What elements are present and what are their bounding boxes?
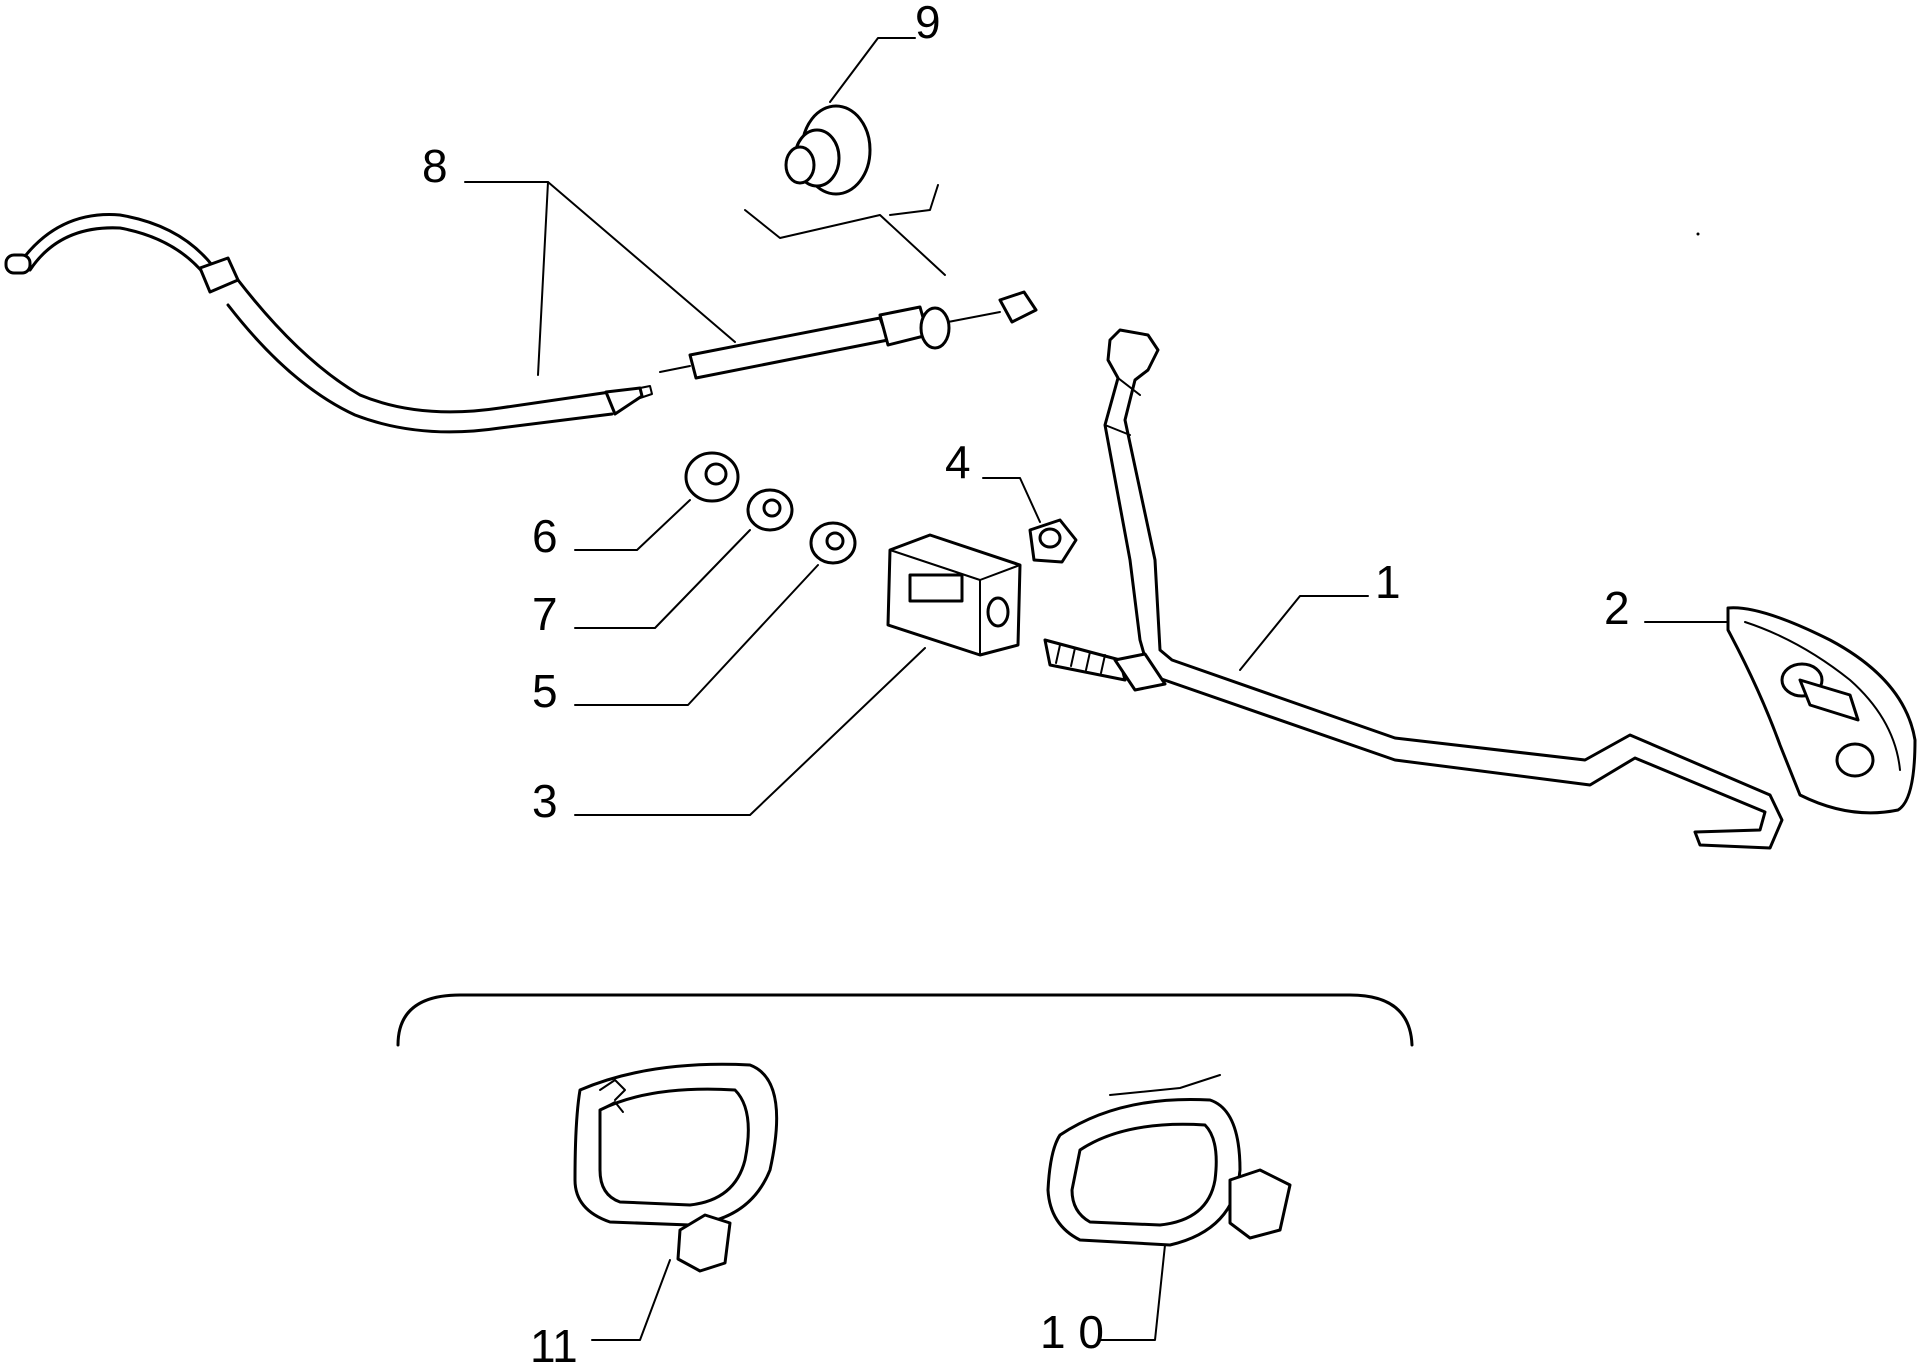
callout-4: 4 xyxy=(945,436,971,488)
part-10-clamp xyxy=(1046,1074,1292,1247)
part-4-nut xyxy=(1028,518,1078,564)
callout-2: 2 xyxy=(1604,582,1630,634)
part-6-nut xyxy=(684,451,740,503)
callout-7: 7 xyxy=(532,588,558,640)
part-8-cable xyxy=(4,213,1038,434)
part-11-clamp xyxy=(573,1062,779,1273)
callout-3: 3 xyxy=(532,775,558,827)
part-1-rod xyxy=(1043,328,1784,850)
stray-dot xyxy=(1696,232,1700,236)
callout-6: 6 xyxy=(532,510,558,562)
part-2-pedal-pad xyxy=(1726,606,1917,815)
leader-lines xyxy=(464,37,1729,1341)
part-3-block xyxy=(886,533,1022,657)
callout-10: 1 0 xyxy=(1040,1306,1104,1358)
part-5-washer xyxy=(809,521,857,565)
group-bracket xyxy=(396,993,1414,1047)
callout-8: 8 xyxy=(422,140,448,192)
part-9-grommet xyxy=(784,104,872,196)
callout-5: 5 xyxy=(532,665,558,717)
part-7-washer xyxy=(746,488,794,532)
callout-1: 1 xyxy=(1375,556,1401,608)
callout-11: 11 xyxy=(530,1320,578,1366)
callout-9: 9 xyxy=(915,0,941,48)
